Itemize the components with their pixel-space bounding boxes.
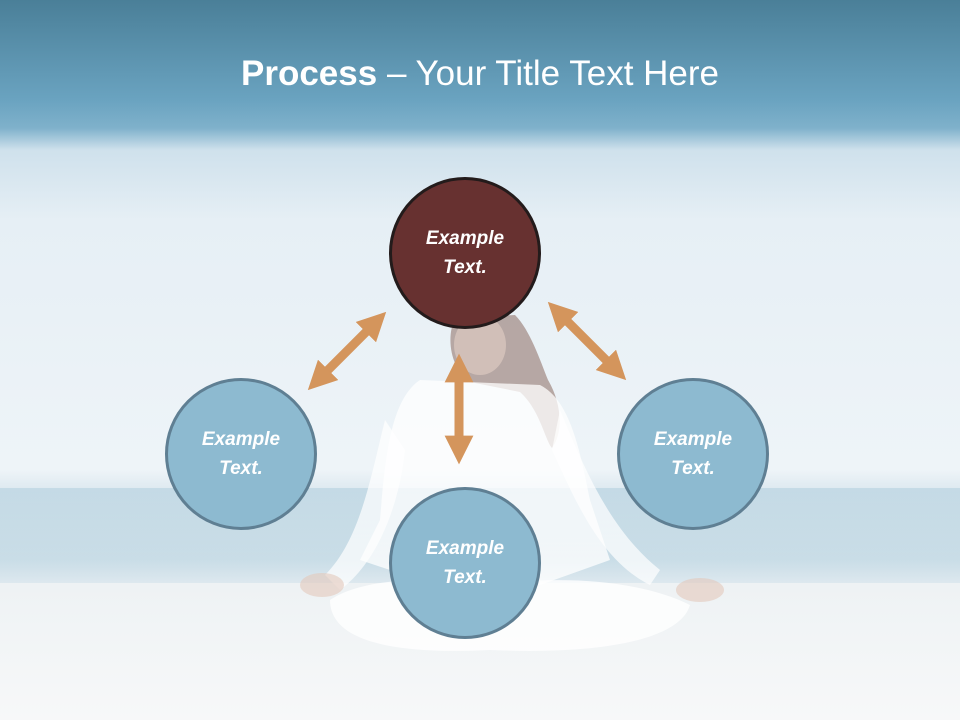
arrow-top-left xyxy=(307,311,387,391)
node-top-line1: Example xyxy=(425,228,505,249)
node-right-line1: Example xyxy=(653,429,733,450)
title-rest: – Your Title Text Here xyxy=(377,54,719,93)
node-left-line1: Example xyxy=(201,429,281,450)
title-bold: Process xyxy=(241,54,378,93)
node-bottom-line1: Example xyxy=(425,538,505,559)
arrow-top-right xyxy=(547,301,627,381)
node-bottom-line2: Text. xyxy=(443,567,487,588)
node-left-line2: Text. xyxy=(219,458,263,479)
slide-title: Process – Your Title Text Here xyxy=(0,52,960,96)
node-right-line2: Text. xyxy=(671,458,715,479)
node-top-line2: Text. xyxy=(443,257,487,278)
